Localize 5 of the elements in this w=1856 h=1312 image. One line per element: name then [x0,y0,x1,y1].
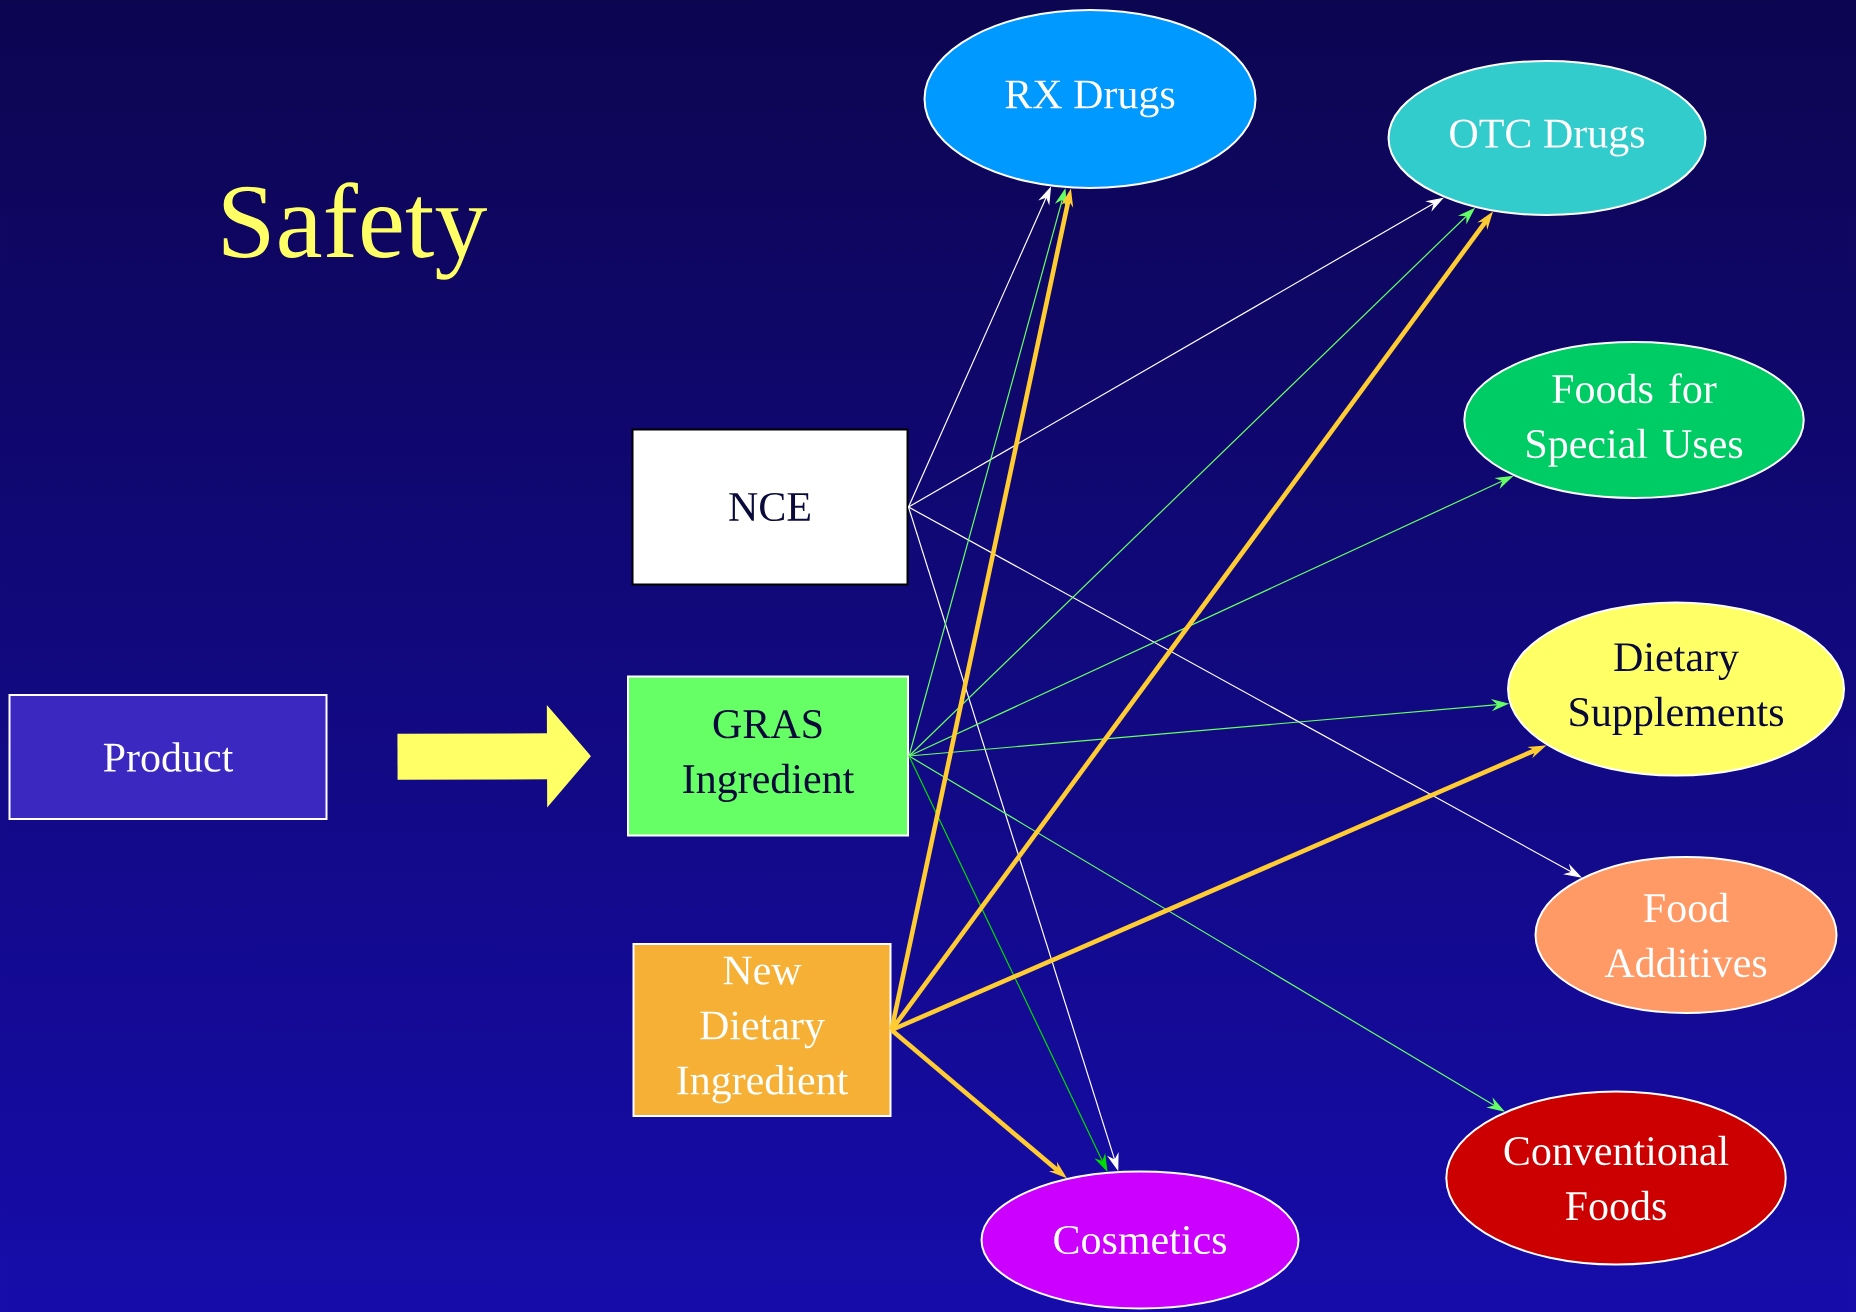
process-box: NCE [631,428,909,586]
process-box: New Dietary Ingredient [632,943,892,1117]
process-box: GRAS Ingredient [627,675,909,837]
process-box: Product [8,694,328,820]
title: Safety [223,182,487,280]
